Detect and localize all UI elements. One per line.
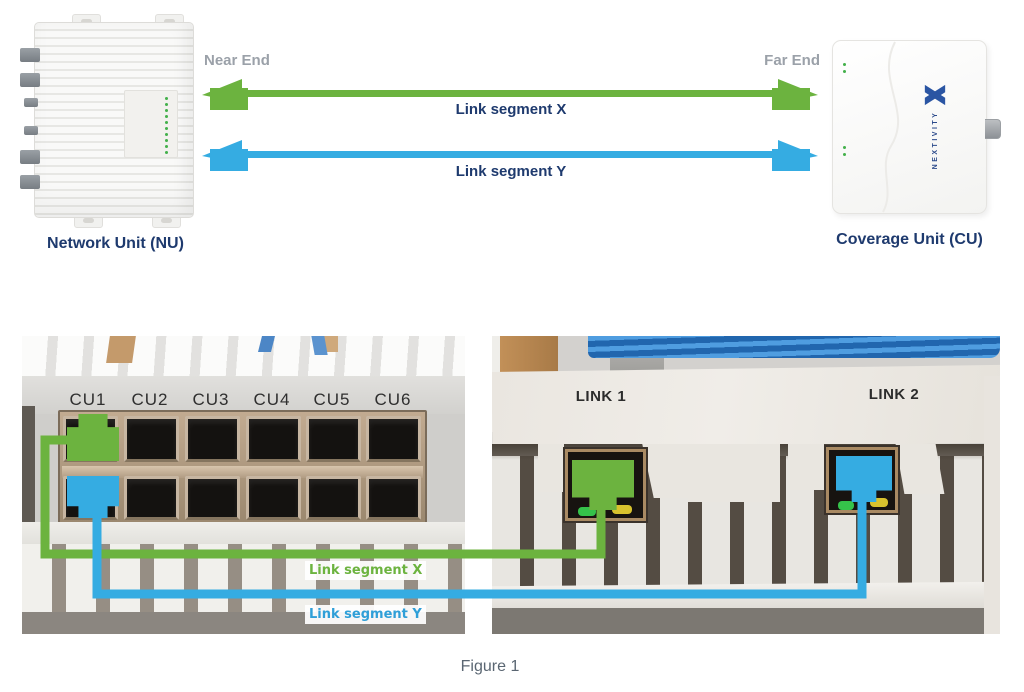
port-label-link2: LINK 2 <box>868 386 920 403</box>
nu-caption: Network Unit (NU) <box>47 235 184 252</box>
rj45-port <box>124 416 179 462</box>
nu-antenna-connector <box>20 48 40 62</box>
port-label-cu3: CU3 <box>192 390 230 409</box>
rj45-port <box>306 476 361 520</box>
rj45-port <box>185 416 240 462</box>
nu-status-panel <box>124 90 178 158</box>
photo-background <box>22 522 465 546</box>
nu-antenna-connector <box>24 126 38 135</box>
rj45-port <box>306 416 361 462</box>
photo-background <box>106 336 136 363</box>
nextivity-logo: NEXTIVITY <box>917 71 953 181</box>
rj45-port <box>246 476 301 520</box>
rj45-port <box>124 476 179 520</box>
photo-background <box>984 376 1000 634</box>
port-label-link1: LINK 1 <box>575 388 627 405</box>
photo-background <box>22 336 465 380</box>
rj45-port-block <box>58 410 427 524</box>
rj45-port <box>366 416 421 462</box>
nu-faceplate <box>22 376 465 414</box>
rj45-port <box>185 476 240 520</box>
nextivity-wordmark: NEXTIVITY <box>931 110 939 170</box>
nu-ports-photo: CU1 CU2 CU3 CU4 CU5 CU6 <box>22 336 465 634</box>
link-segment-y-label: Link segment Y <box>455 163 567 180</box>
nextivity-x-icon <box>924 84 946 105</box>
link-segment-x-label: Link segment X <box>455 101 567 118</box>
port-label-cu4: CU4 <box>253 390 291 409</box>
cu-faceplate <box>492 364 1000 450</box>
nu-antenna-connector <box>20 73 40 87</box>
photo-link-segment-x-label: Link segment X <box>305 561 427 580</box>
molded-bracket <box>538 444 564 492</box>
port-label-cu5: CU5 <box>313 390 351 409</box>
nu-antenna-connector <box>20 175 40 189</box>
rj45-port <box>366 476 421 520</box>
port-label-cu2: CU2 <box>131 390 169 409</box>
photo-link-segment-y-label: Link segment Y <box>305 605 426 624</box>
figure-caption: Figure 1 <box>460 658 520 675</box>
cu-caption: Coverage Unit (CU) <box>836 231 983 248</box>
cu-antenna-connector <box>985 119 1001 139</box>
molded-bracket <box>688 444 780 502</box>
photo-background <box>22 406 35 556</box>
rj45-port <box>246 416 301 462</box>
port-label-cu6: CU6 <box>374 390 412 409</box>
blue-cable-bundle <box>588 336 1000 358</box>
cu-seam-line <box>882 41 900 213</box>
near-end-label: Near End <box>204 52 270 69</box>
nu-antenna-connector <box>20 150 40 164</box>
far-end-label: Far End <box>764 52 820 69</box>
port-label-cu1: CU1 <box>69 390 107 409</box>
coverage-unit-image: NEXTIVITY <box>832 40 1001 214</box>
network-unit-image <box>20 14 198 228</box>
molded-bracket <box>895 444 945 494</box>
photo-background <box>492 608 1000 634</box>
cu-ports-photo: LINK 1 LINK 2 <box>492 336 1000 634</box>
nu-antenna-connector <box>24 98 38 107</box>
molded-bracket <box>788 444 824 490</box>
